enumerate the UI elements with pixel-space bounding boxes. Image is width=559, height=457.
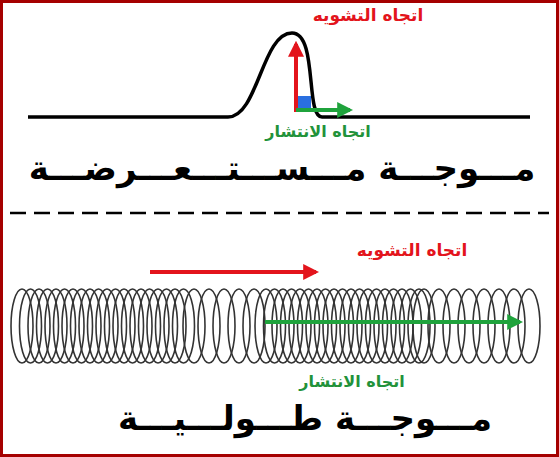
spring-coil	[408, 289, 430, 363]
wave-type-title: مـــوجـــة طـــولـــيـــة	[118, 398, 492, 439]
spring-coils	[11, 289, 540, 363]
divider-line	[10, 212, 549, 215]
propagation-arrow	[265, 320, 520, 324]
spring-coil	[243, 289, 265, 363]
distortion-label: اتجاه التشويه	[357, 240, 468, 260]
distortion-label: اتجاه التشويه	[313, 5, 424, 25]
spring-coil	[518, 289, 540, 363]
propagation-label: اتجاه الانتشار	[299, 372, 404, 391]
propagation-label: اتجاه الانتشار	[265, 122, 370, 141]
distortion-arrow	[294, 44, 298, 112]
propagation-arrow	[296, 108, 350, 112]
right-angle-mark	[298, 96, 311, 108]
wave-pulse	[28, 33, 530, 117]
distortion-arrow	[150, 270, 316, 274]
wave-type-title: مـــوجـــة مـــســـتـــعـــرضـــة	[29, 148, 536, 189]
